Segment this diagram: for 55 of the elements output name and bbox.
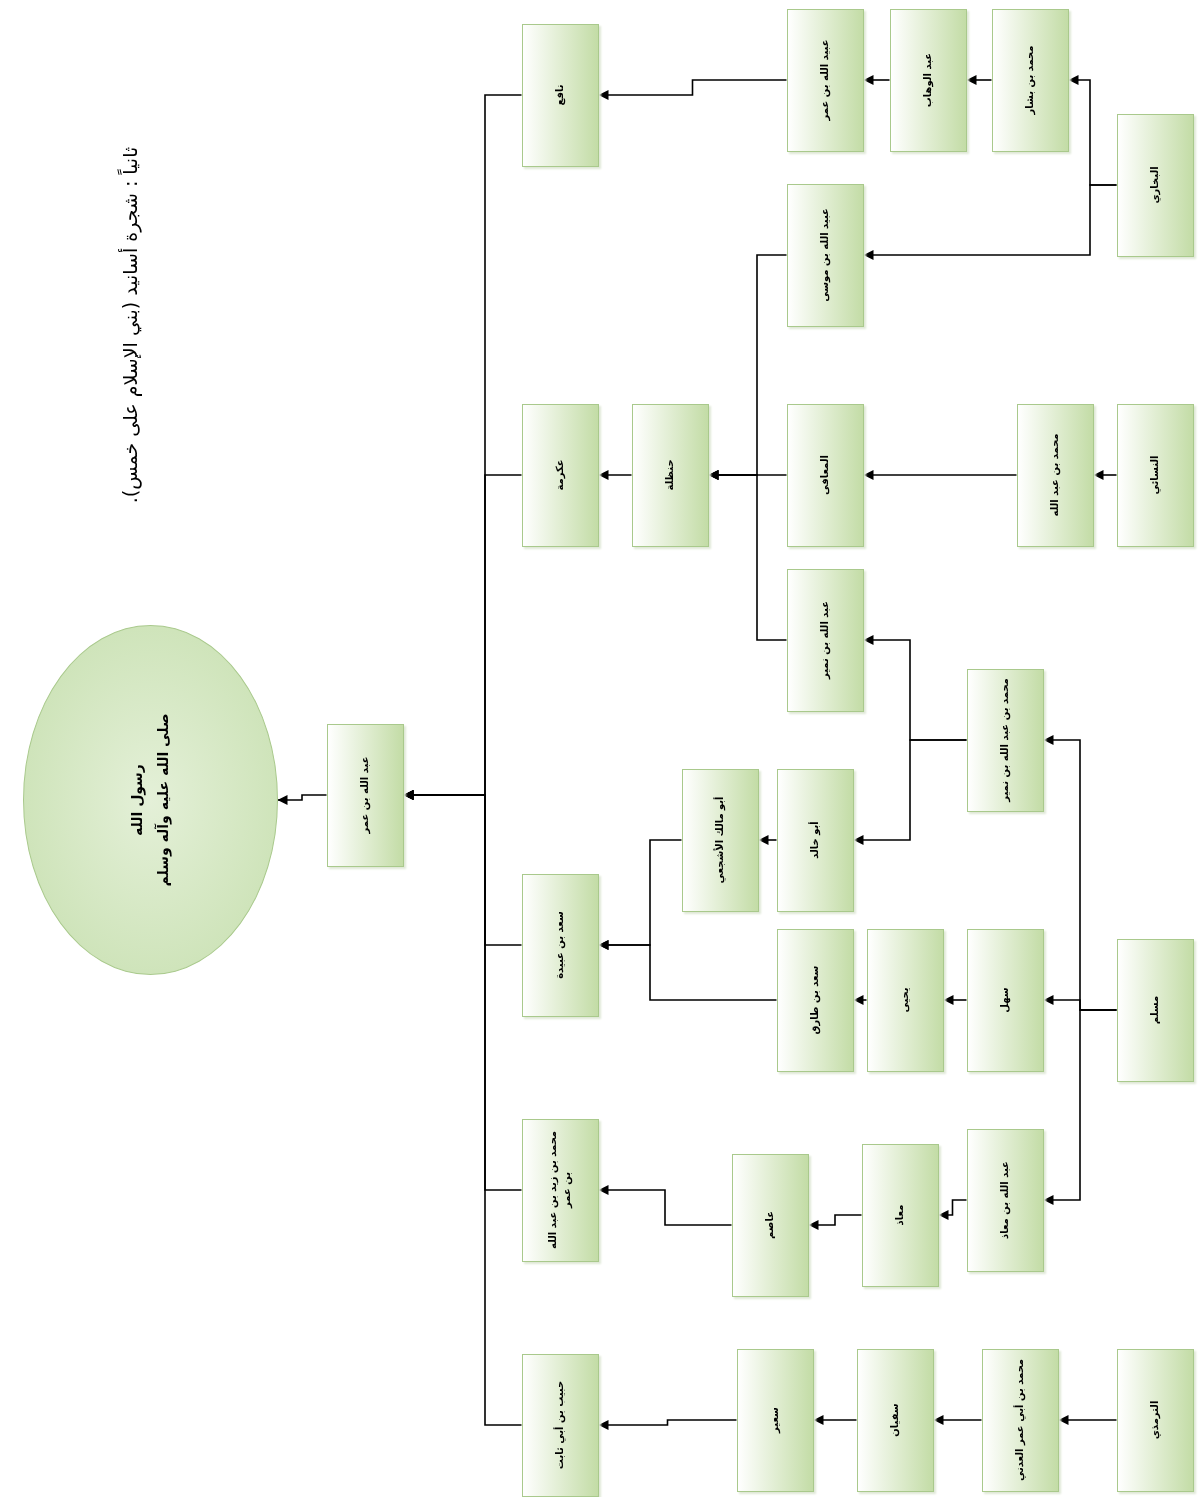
name-box: محمد بن بشار xyxy=(991,8,1069,152)
ellipse-node: رسول الله صلى الله عليه وآله وسلم xyxy=(22,625,278,975)
name-box: أبو خالد xyxy=(776,768,854,912)
name-box: أبو مالك الأشجعي xyxy=(681,768,759,912)
arrow xyxy=(1092,470,1118,480)
name-box: سعير xyxy=(736,1348,814,1492)
arrow xyxy=(852,995,868,1005)
name-box: النسائي xyxy=(1116,403,1194,547)
arrow xyxy=(862,184,1118,260)
name-box: عبد الله بن نمير xyxy=(786,568,864,712)
name-box: سعد بن طارق xyxy=(776,928,854,1072)
name-box: محمد بن أبي عمر العدني xyxy=(981,1348,1059,1492)
name-box: سعد بن عبيدة xyxy=(521,873,599,1017)
name-box: محمد بن زيد بن عبد الله بن عمر xyxy=(521,1118,599,1262)
arrow xyxy=(757,835,778,845)
name-box: عاصم xyxy=(731,1153,809,1297)
name-box: عبد الوهاب xyxy=(889,8,967,152)
name-box: سفيان xyxy=(856,1348,934,1492)
arrow xyxy=(597,470,633,480)
arrow xyxy=(276,794,328,805)
name-box: عكرمة xyxy=(521,403,599,547)
arrow xyxy=(402,790,523,1426)
arrow xyxy=(937,1199,968,1220)
name-box: محمد بن عبد الله بن نمير xyxy=(966,668,1044,812)
arrow xyxy=(1042,1009,1118,1205)
arrow xyxy=(862,75,891,85)
name-box: المعافى xyxy=(786,403,864,547)
name-box: مسلم xyxy=(1116,938,1194,1082)
title: ثانياً : شجرة أسانيد (بني الإسلام على خمس). xyxy=(119,146,141,504)
arrow xyxy=(862,470,1018,480)
name-box: عبد الله بن عمر xyxy=(326,723,404,867)
arrow xyxy=(597,79,788,100)
arrow xyxy=(812,1415,858,1425)
arrow xyxy=(942,995,968,1005)
name-box: عبيد الله بن عمر xyxy=(786,8,864,152)
arrow xyxy=(597,1419,738,1430)
arrow xyxy=(597,940,778,1001)
name-box: البخاري xyxy=(1116,113,1194,257)
name-box: عبيد الله بن موسى xyxy=(786,183,864,327)
name-box: محمد بن عبد الله xyxy=(1016,403,1094,547)
arrow xyxy=(807,1214,863,1230)
name-box: يحيى xyxy=(866,928,944,1072)
name-box: حبيب بن أبي ثابت xyxy=(521,1353,599,1497)
name-box: عبد الله بن معاذ xyxy=(966,1128,1044,1272)
arrow xyxy=(1057,1415,1118,1425)
arrow xyxy=(597,1185,733,1226)
name-box: سهل xyxy=(966,928,1044,1072)
arrow xyxy=(852,739,968,845)
name-box: الترمذي xyxy=(1116,1348,1194,1492)
arrow xyxy=(965,75,993,85)
name-box: معاذ xyxy=(861,1143,939,1287)
arrow xyxy=(707,470,788,641)
name-box: حنظلة xyxy=(631,403,709,547)
name-box: نافع xyxy=(521,23,599,167)
arrow xyxy=(932,1415,983,1425)
